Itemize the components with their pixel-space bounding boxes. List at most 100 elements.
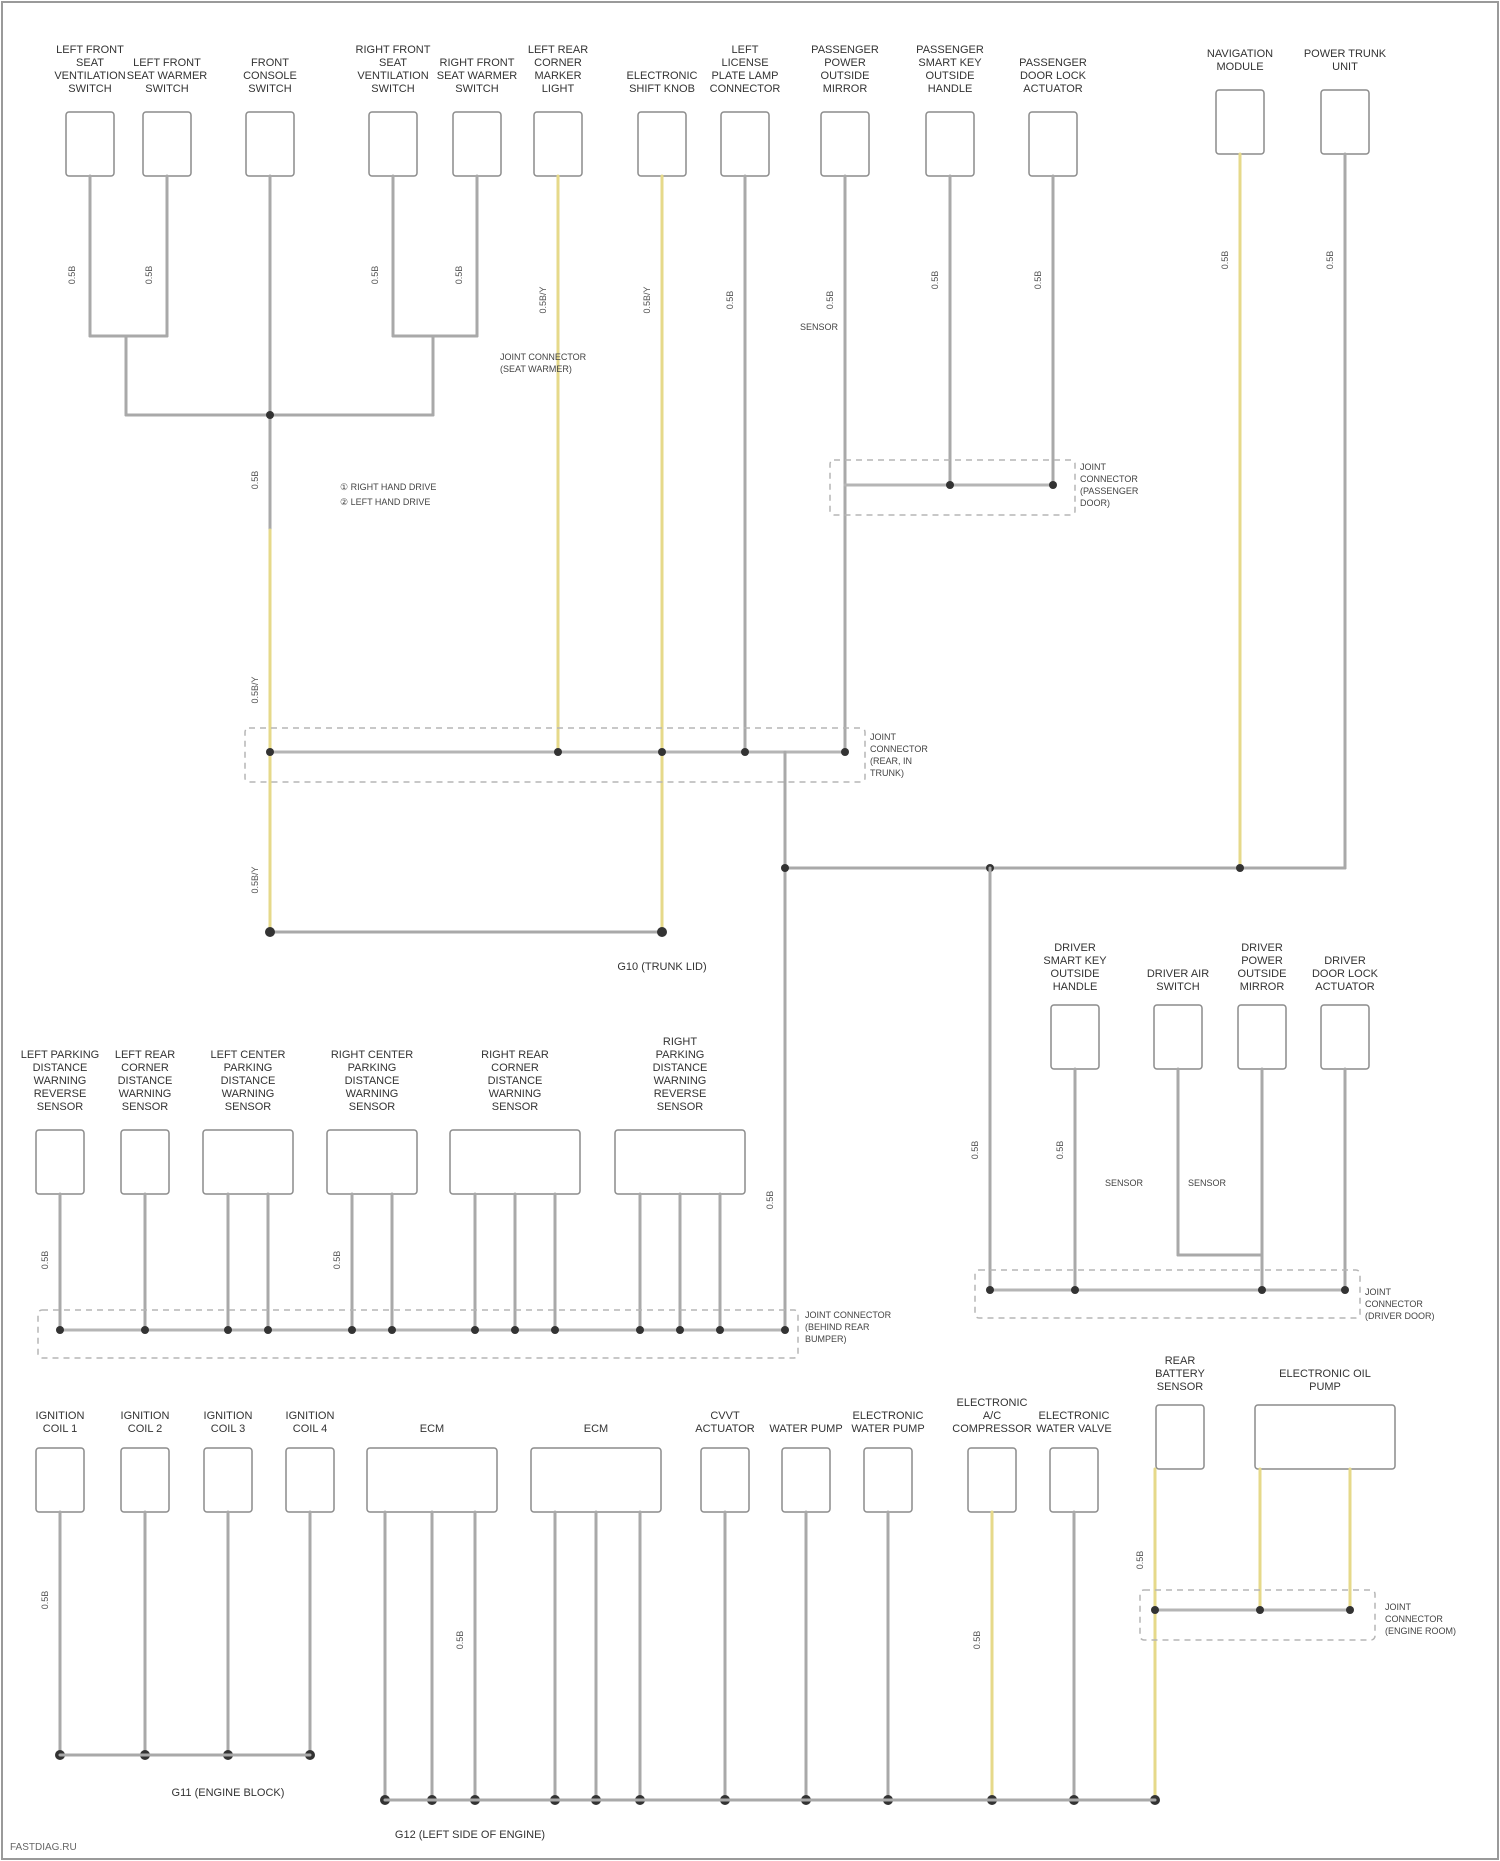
watermark: FASTDIAG.RU (10, 1842, 77, 1853)
component-connector-c03 (246, 112, 294, 176)
component-connector-c17 (1321, 1005, 1369, 1069)
component-label-c19: LEFT REARCORNERDISTANCEWARNINGSENSOR (115, 1049, 175, 1113)
ground-label-g01: G10 (TRUNK LID) (617, 961, 706, 973)
component-connector-c16 (1238, 1005, 1286, 1069)
component-connector-c32 (864, 1448, 912, 1512)
splice-node-rb-12 (781, 1326, 789, 1334)
component-connector-c15 (1154, 1005, 1202, 1069)
wire-label-w01: 0.5B (67, 266, 77, 285)
wire-label-w10: 0.5B/Y (250, 676, 260, 703)
wire-label-w17: 0.5B (765, 1191, 775, 1210)
component-connector-c05 (453, 112, 501, 176)
junction-node-main (781, 864, 789, 872)
component-connector-c01 (66, 112, 114, 176)
component-connector-c07 (638, 112, 686, 176)
component-connector-c09 (821, 112, 869, 176)
wire-label-w24: 0.5B (1135, 1551, 1145, 1570)
wire-label-w14: 0.5B (970, 1141, 980, 1160)
junction-node-nav (1236, 864, 1244, 872)
component-connector-c31 (782, 1448, 830, 1512)
splice-node-trunk-3 (741, 748, 749, 756)
splice-box-s04 (38, 1310, 798, 1358)
splice-node-rb-7 (511, 1326, 519, 1334)
component-label-c29: ECM (584, 1423, 608, 1435)
note-n04: SENSOR (1105, 1178, 1144, 1188)
ground-node-g10-a (265, 927, 275, 937)
note-n03: SENSOR (800, 322, 839, 332)
splice-node-rb-1 (141, 1326, 149, 1334)
component-connector-c21 (327, 1130, 417, 1194)
component-connector-c26 (204, 1448, 252, 1512)
wire-label-w09: 0.5B (1033, 271, 1043, 290)
component-connector-c33 (968, 1448, 1016, 1512)
component-label-c23: RIGHTPARKINGDISTANCEWARNINGREVERSESENSOR (653, 1036, 708, 1113)
component-label-c25: IGNITIONCOIL 2 (121, 1410, 170, 1435)
note-n05: SENSOR (1188, 1178, 1227, 1188)
wire-label-w18: 0.5B/Y (642, 286, 652, 313)
wire-label-w22: 0.5B (40, 1591, 50, 1610)
splice-node-pd-2 (1049, 481, 1057, 489)
wire-label-w05: 0.5B (250, 471, 260, 490)
wire-label-w12: 0.5B (972, 1631, 982, 1650)
splice-node-trunk-1 (554, 748, 562, 756)
component-connector-c24 (36, 1448, 84, 1512)
splice-node-seat (266, 411, 274, 419)
wire-label-w04: 0.5B (454, 266, 464, 285)
component-connector-c10 (926, 112, 974, 176)
splice-node-er-0 (1151, 1606, 1159, 1614)
splice-node-trunk-4 (841, 748, 849, 756)
splice-node-rb-11 (716, 1326, 724, 1334)
component-connector-c34 (1050, 1448, 1098, 1512)
ground-label-g02: G11 (ENGINE BLOCK) (172, 1787, 285, 1799)
splice-node-trunk-2 (658, 748, 666, 756)
component-label-c18: LEFT PARKINGDISTANCEWARNINGREVERSESENSOR (21, 1049, 99, 1113)
splice-node-rb-8 (551, 1326, 559, 1334)
component-connector-c36 (1255, 1405, 1395, 1469)
component-connector-c25 (121, 1448, 169, 1512)
component-label-c21: RIGHT CENTERPARKINGDISTANCEWARNINGSENSOR (331, 1049, 413, 1113)
splice-node-rb-9 (636, 1326, 644, 1334)
wire-label-w03: 0.5B (370, 266, 380, 285)
component-connector-c02 (143, 112, 191, 176)
wire-label-w08: 0.5B (930, 271, 940, 290)
component-connector-c30 (701, 1448, 749, 1512)
ground-label-g03: G12 (LEFT SIDE OF ENGINE) (395, 1829, 545, 1841)
component-connector-c13 (1321, 90, 1369, 154)
splice-node-pd-1 (946, 481, 954, 489)
splice-node-rb-4 (348, 1326, 356, 1334)
splice-node-dd-1 (1071, 1286, 1079, 1294)
splice-box-s05 (975, 1270, 1360, 1318)
wire-label-w15: 0.5B/Y (538, 286, 548, 313)
component-connector-c11 (1029, 112, 1077, 176)
wire-label-w16: 0.5B (1220, 251, 1230, 270)
component-connector-c20 (203, 1130, 293, 1194)
splice-node-rb-0 (56, 1326, 64, 1334)
wire-label-w19: 0.5B (1055, 1141, 1065, 1160)
component-connector-c27 (286, 1448, 334, 1512)
splice-node-er-2 (1346, 1606, 1354, 1614)
splice-node-rb-6 (471, 1326, 479, 1334)
wire-label-w07: 0.5B (825, 291, 835, 310)
component-connector-c22 (450, 1130, 580, 1194)
splice-node-rb-3 (264, 1326, 272, 1334)
component-label-c27: IGNITIONCOIL 4 (286, 1410, 335, 1435)
splice-node-dd-0 (986, 1286, 994, 1294)
wire-label-w13: 0.5B (1325, 251, 1335, 270)
